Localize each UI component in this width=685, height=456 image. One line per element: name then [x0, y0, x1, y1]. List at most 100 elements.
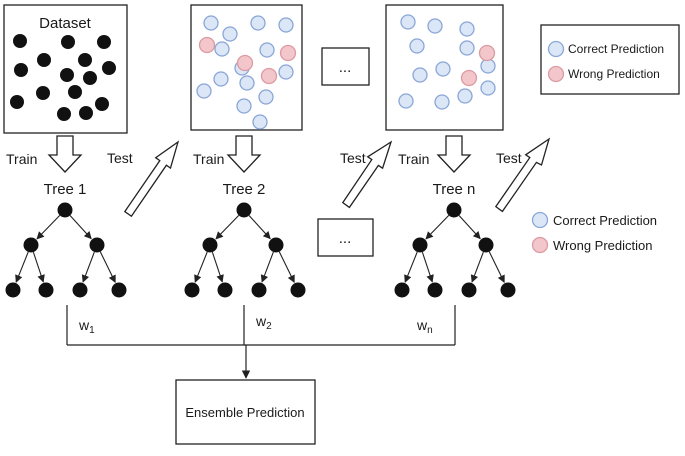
dataset-point — [79, 106, 93, 120]
legend2-correct-swatch — [531, 211, 549, 229]
tree3-name: Tree n — [433, 181, 476, 198]
ellipsis-top: ... — [339, 59, 352, 76]
dataset-point — [97, 35, 111, 49]
train-arrow-1 — [47, 135, 83, 173]
tree-edge — [425, 214, 450, 240]
correct-prediction-point — [434, 94, 450, 110]
tree-edge — [32, 251, 45, 283]
tree-leaf-node — [461, 282, 477, 298]
tree-edge — [81, 251, 95, 283]
tree-edge — [421, 251, 434, 283]
train-label-2: Train — [193, 151, 224, 167]
dataset-point — [37, 53, 51, 67]
tree2-name: Tree 2 — [223, 181, 266, 198]
tree-2 — [184, 202, 306, 298]
wrong-prediction-point — [478, 44, 496, 62]
dataset-point — [60, 68, 74, 82]
correct-prediction-point — [400, 14, 416, 30]
correct-prediction-point — [203, 15, 219, 31]
dataset-point — [61, 35, 75, 49]
correct-prediction-point — [480, 80, 496, 96]
correct-prediction-point — [412, 67, 428, 83]
wrong-prediction-point — [460, 69, 478, 87]
test-arrow-1 — [123, 140, 180, 218]
tree-root-node — [446, 202, 462, 218]
tree-edge — [248, 215, 271, 240]
legend2-wrong-swatch — [531, 236, 549, 254]
tree-internal-node — [478, 237, 494, 253]
correct-prediction-point — [252, 114, 268, 130]
tree-leaf-node — [184, 282, 200, 298]
correct-prediction-point — [278, 64, 294, 80]
dataset-point — [14, 63, 28, 77]
dataset-point — [68, 85, 82, 99]
ellipsis-box-middle — [317, 218, 374, 257]
correct-prediction-point — [435, 61, 451, 77]
dataset-point — [10, 95, 24, 109]
tree-root-node — [236, 202, 252, 218]
legend2-correct-label: Correct Prediction — [553, 213, 657, 228]
tree-internal-node — [23, 237, 39, 253]
dataset-point — [13, 34, 27, 48]
legend2-wrong-label: Wrong Prediction — [553, 238, 652, 253]
tree-edge — [211, 251, 224, 283]
tree-edge — [99, 251, 116, 284]
correct-prediction-point — [196, 83, 212, 99]
dataset-point — [57, 107, 71, 121]
tree-leaf-node — [5, 282, 21, 298]
test-label-3: Test — [496, 150, 522, 166]
ellipsis-middle: ... — [339, 230, 352, 247]
wrong-prediction-point — [260, 67, 278, 85]
correct-prediction-point — [250, 15, 266, 31]
tree-leaf-node — [217, 282, 233, 298]
test-label-1: Test — [107, 150, 133, 166]
tree-edge — [278, 251, 295, 284]
tree-leaf-node — [290, 282, 306, 298]
tree-leaf-node — [251, 282, 267, 298]
correct-prediction-point — [214, 41, 230, 57]
correct-prediction-point — [278, 17, 294, 33]
correct-prediction-point — [480, 58, 496, 74]
correct-prediction-point — [459, 21, 475, 37]
wrong-prediction-point — [198, 36, 216, 54]
ensemble-prediction-box — [175, 379, 316, 445]
train-label-1: Train — [6, 151, 37, 167]
correct-prediction-point — [459, 40, 475, 56]
tree-leaf-node — [394, 282, 410, 298]
tree-leaf-node — [500, 282, 516, 298]
ellipsis-box-top — [321, 47, 370, 86]
tree-edge — [458, 215, 481, 240]
correct-prediction-point — [259, 42, 275, 58]
weight-1: w1 — [78, 317, 95, 336]
correct-prediction-point — [213, 71, 229, 87]
train-arrow-2 — [226, 135, 262, 173]
legend-wrong-label: Wrong Prediction — [568, 67, 660, 81]
tree2-prediction-points — [398, 14, 496, 110]
train-arrow-3 — [436, 135, 472, 173]
legend-correct-label: Correct Prediction — [568, 42, 664, 56]
tree-edge — [36, 214, 61, 240]
correct-prediction-point — [398, 93, 414, 109]
weight-n: wn — [416, 317, 433, 336]
dataset-point — [102, 61, 116, 75]
dataset-point — [95, 97, 109, 111]
tree-edge — [470, 251, 484, 283]
tree-edge — [260, 251, 274, 283]
tree-leaf-node — [111, 282, 127, 298]
tree-leaf-node — [72, 282, 88, 298]
tree-root-node — [57, 202, 73, 218]
correct-prediction-point — [427, 18, 443, 34]
test-arrow-3 — [494, 137, 551, 213]
dataset-points — [10, 34, 116, 121]
tree-internal-node — [89, 237, 105, 253]
correct-prediction-point — [236, 98, 252, 114]
dataset-point — [78, 53, 92, 67]
tree-edge — [15, 251, 29, 283]
weight-2: w2 — [255, 313, 272, 332]
legend-wrong-swatch — [547, 65, 565, 83]
tree-edge — [69, 215, 92, 240]
train-label-3: Train — [398, 151, 429, 167]
correct-prediction-point — [239, 75, 255, 91]
tree-internal-node — [268, 237, 284, 253]
